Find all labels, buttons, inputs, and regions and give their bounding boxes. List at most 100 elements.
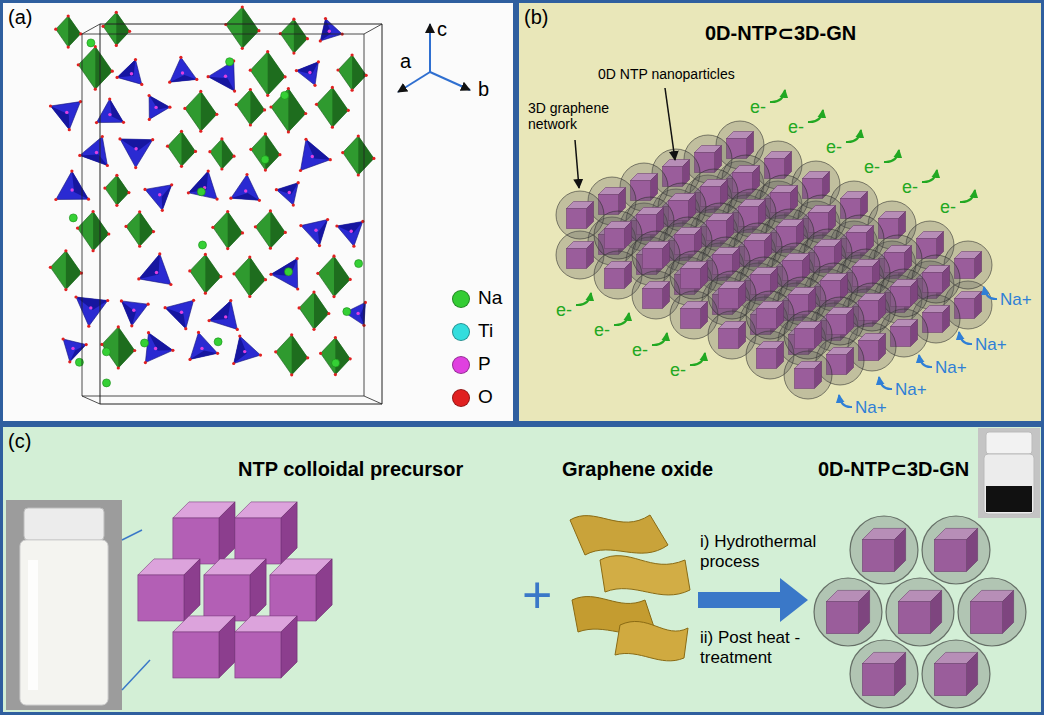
- phosphorus-atom: [350, 230, 353, 233]
- oxygen-atom: [287, 130, 290, 133]
- phosphorus-atom: [356, 312, 359, 315]
- sodium-atom: [141, 339, 149, 347]
- octahedron-face: [314, 292, 329, 329]
- phosphorus-atom: [134, 147, 137, 150]
- oxygen-atom: [187, 191, 190, 194]
- sodium-atom: [197, 188, 205, 196]
- sodium-atom: [355, 260, 363, 268]
- octahedron-face: [68, 16, 81, 47]
- phosphorus-atom: [108, 113, 111, 116]
- axis-arrow: [398, 72, 430, 92]
- tetrahedron-face: [276, 183, 298, 195]
- tetrahedron: [165, 300, 194, 328]
- oxygen-atom: [207, 75, 210, 78]
- oxygen-atom: [195, 78, 198, 81]
- oxygen-atom: [168, 81, 171, 84]
- photo-vial: [6, 500, 122, 710]
- octahedron: [226, 7, 259, 48]
- oxygen-atom: [238, 335, 241, 338]
- octahedron: [321, 338, 351, 375]
- oxygen-atom: [197, 331, 200, 334]
- octahedron: [251, 134, 280, 170]
- tetrahedron: [188, 171, 217, 199]
- oxygen-atom: [335, 224, 338, 227]
- oxygen-atom: [106, 299, 109, 302]
- electron-flow-arrow: [576, 293, 591, 305]
- oxygen-atom: [226, 247, 229, 250]
- graphene-shell: [850, 516, 918, 584]
- oxygen-atom: [188, 358, 191, 361]
- oxygen-atom: [264, 132, 267, 135]
- vial-cap: [986, 432, 1032, 454]
- octahedron: [234, 257, 266, 296]
- octahedron: [236, 90, 264, 126]
- oxygen-atom: [70, 170, 73, 173]
- oxygen-atom: [331, 86, 334, 89]
- octahedron: [276, 335, 308, 375]
- phosphorus-atom: [155, 271, 158, 274]
- oxygen-atom: [76, 227, 79, 230]
- leader-line: [122, 660, 150, 690]
- legend-swatch: [452, 389, 470, 407]
- oxygen-atom: [207, 170, 210, 173]
- oxygen-atom: [235, 103, 238, 106]
- graphene-oxide-sheets: [570, 515, 690, 661]
- panel-title: 0D-NTP⊂3D-GN: [705, 22, 856, 45]
- oxygen-atom: [115, 44, 118, 47]
- oxygen-atom: [120, 299, 123, 302]
- phosphorus-atom: [224, 315, 227, 318]
- octahedron: [78, 47, 112, 89]
- cube-front: [173, 632, 219, 678]
- tetrahedron: [234, 336, 261, 363]
- oxygen-atom: [108, 97, 111, 100]
- tetrahedron-face: [51, 106, 70, 130]
- octahedron-face: [222, 139, 234, 169]
- oxygen-atom: [357, 134, 360, 137]
- oxygen-atom: [248, 256, 251, 259]
- vial-body: [984, 454, 1034, 514]
- tetrahedron: [296, 62, 318, 86]
- precursor-cubes: [138, 502, 332, 678]
- phosphorus-atom: [181, 71, 184, 74]
- octahedron-face: [93, 212, 109, 251]
- octahedron: [105, 175, 129, 205]
- phosphorus-atom: [200, 347, 203, 350]
- oxygen-atom: [259, 354, 262, 357]
- oxygen-atom: [116, 76, 119, 79]
- tetrahedron-face: [231, 193, 260, 200]
- graphene-shell: [850, 640, 918, 708]
- octahedron-face: [228, 212, 243, 249]
- phosphorus-atom: [308, 71, 311, 74]
- electron-label: e-: [670, 360, 686, 381]
- oxygen-atom: [347, 109, 350, 112]
- cube-side: [316, 559, 332, 621]
- oxygen-atom: [118, 137, 121, 140]
- sodium-atom: [343, 308, 351, 316]
- oxygen-atom: [312, 291, 315, 294]
- electron-flow-arrow: [690, 353, 705, 365]
- oxygen-atom: [140, 83, 143, 86]
- oxygen-atom: [232, 362, 235, 365]
- oxygen-atom: [148, 94, 151, 97]
- legend-label: P: [478, 353, 491, 375]
- oxygen-atom: [77, 63, 80, 66]
- oxygen-atom: [319, 352, 322, 355]
- oxygen-atom: [215, 113, 218, 116]
- sodium-atom: [69, 214, 77, 222]
- phosphorus-atom: [71, 347, 74, 350]
- oxygen-atom: [62, 337, 65, 340]
- oxygen-atom: [117, 325, 120, 328]
- octahedron-face: [292, 335, 308, 375]
- oxygen-atom: [101, 135, 104, 138]
- octahedron: [299, 292, 329, 329]
- oxygen-atom: [341, 151, 344, 154]
- ion-flow-arrow: [919, 355, 932, 367]
- oxygen-atom: [299, 169, 302, 172]
- graphene-shell: [958, 578, 1026, 646]
- oxygen-atom: [80, 272, 83, 275]
- callout-label: 0D NTP nanoparticles: [598, 66, 735, 82]
- oxygen-atom: [143, 188, 146, 191]
- oxygen-atom: [284, 231, 287, 234]
- cube-side: [281, 502, 297, 564]
- tetrahedron: [149, 96, 170, 120]
